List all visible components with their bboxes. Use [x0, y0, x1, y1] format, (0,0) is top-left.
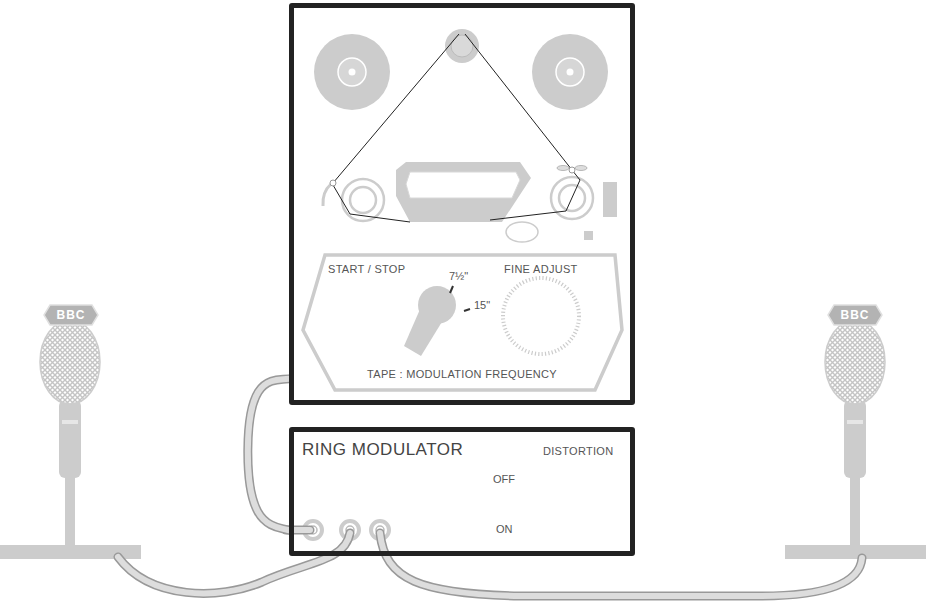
switch — [603, 182, 617, 217]
microphone-part — [825, 320, 885, 404]
cable — [248, 379, 289, 530]
microphone-part — [40, 320, 100, 404]
cable-outline — [248, 379, 289, 530]
control-label: FINE ADJUST — [504, 263, 578, 275]
cable — [118, 530, 862, 596]
fine-adjust-dial — [503, 278, 579, 354]
microphone-part — [65, 470, 75, 548]
tape-head-face — [406, 172, 520, 198]
microphone-part — [844, 400, 866, 478]
pinch-roller — [506, 222, 538, 242]
cable-group — [248, 379, 289, 530]
badge-shape — [828, 305, 882, 325]
tape — [333, 34, 580, 222]
tape-reel-part — [314, 34, 390, 110]
badge-shape — [44, 305, 98, 325]
microphone — [785, 320, 926, 559]
tape-reel-part — [532, 34, 608, 110]
tape-reel-part — [349, 69, 356, 76]
speed-knob-part — [404, 300, 448, 356]
microphone-part — [62, 420, 78, 424]
microphone-part — [847, 420, 863, 424]
device-title: RING MODULATOR — [302, 440, 463, 460]
tape-reel — [532, 34, 608, 110]
bbc-badge: BBC — [43, 304, 99, 326]
guide-pin — [330, 180, 336, 186]
button — [584, 231, 593, 240]
ring-modulator-box: RING MODULATOR DISTORTION — [289, 427, 635, 556]
microphone — [0, 320, 141, 559]
control-label: TAPE : MODULATION FREQUENCY — [367, 368, 557, 380]
tape-reel-part — [338, 58, 366, 86]
cable-part — [380, 533, 862, 596]
speed-label: 7½" — [449, 270, 468, 282]
cable-part — [380, 533, 862, 596]
control-panel — [303, 255, 622, 390]
microphone-part — [850, 470, 860, 548]
tick-mark — [450, 286, 470, 311]
switch-label: ON — [496, 523, 513, 535]
capstan-part — [342, 179, 384, 221]
capstan-part — [350, 187, 376, 213]
guide-pin — [569, 167, 575, 173]
tape-recorder: START / STOP FINE ADJUST TAPE : MODULATION… — [289, 3, 635, 405]
speed-label: 15" — [474, 299, 490, 311]
cable-part — [118, 533, 350, 593]
tape-part — [333, 185, 410, 222]
guide-fan-part — [575, 166, 587, 171]
tick-mark-part — [464, 309, 470, 311]
guide-arm — [323, 184, 331, 206]
tape-part — [465, 34, 572, 170]
tape-reel-part — [556, 58, 584, 86]
tape-reel-part — [567, 69, 574, 76]
tape-part — [333, 34, 459, 183]
badge-text: BBC — [57, 308, 86, 322]
control-label: START / STOP — [328, 263, 405, 275]
tape-part — [490, 170, 580, 220]
tape-guide-part — [451, 35, 473, 57]
control-label: DISTORTION — [543, 445, 613, 457]
badge-text: BBC — [841, 308, 870, 322]
tape-head — [396, 162, 531, 222]
bbc-badge: BBC — [827, 304, 883, 326]
tick-mark-part — [450, 286, 453, 293]
speed-knob — [404, 286, 456, 356]
switch-label: OFF — [493, 473, 515, 485]
microphone-part — [59, 400, 81, 478]
guide-fan-part — [557, 166, 569, 171]
tape-reel — [314, 34, 390, 110]
cable-part — [118, 533, 350, 593]
